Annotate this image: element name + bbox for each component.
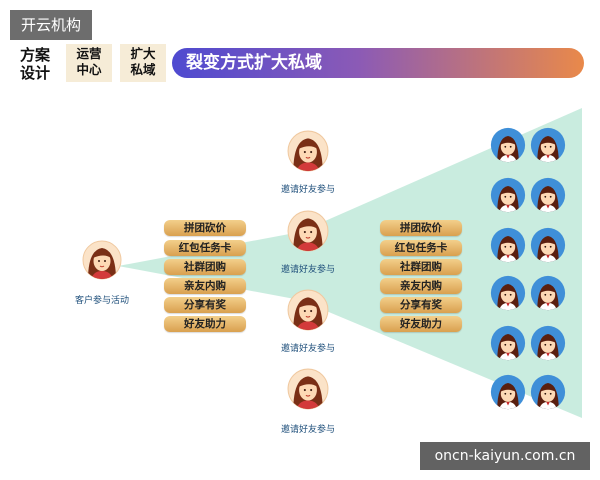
method-pill: 拼团砍价: [164, 220, 246, 236]
method-pill: 分享有奖: [380, 297, 462, 313]
tab-yunying: 运营 中心: [66, 44, 112, 82]
invitee-avatar-icon: [287, 368, 329, 410]
method-pill: 好友助力: [380, 316, 462, 332]
invite-label: 邀请好友参与: [280, 344, 335, 354]
crowd-avatar-icon: [530, 227, 566, 263]
crowd-avatar-icon: [490, 127, 526, 163]
invitee-avatar-icon: [287, 210, 329, 252]
invite-label: 邀请好友参与: [280, 265, 335, 275]
crowd-avatar-icon: [530, 177, 566, 213]
crowd-avatar-icon: [490, 374, 526, 410]
invite-label: 邀请好友参与: [280, 185, 335, 195]
crowd-avatar-icon: [530, 275, 566, 311]
crowd-avatar-icon: [490, 227, 526, 263]
method-pill: 亲友内购: [164, 278, 246, 294]
crowd-avatar-icon: [490, 177, 526, 213]
crowd-avatar-icon: [530, 127, 566, 163]
method-pill: 社群团购: [380, 259, 462, 275]
method-pill: 拼团砍价: [380, 220, 462, 236]
customer-avatar-icon: [82, 240, 122, 280]
watermark: oncn-kaiyun.com.cn: [420, 442, 590, 470]
brand-label: 开云机构: [10, 10, 92, 40]
method-pill: 好友助力: [164, 316, 246, 332]
method-pill: 亲友内购: [380, 278, 462, 294]
crowd-avatar-icon: [490, 275, 526, 311]
method-pill: 红包任务卡: [164, 240, 246, 256]
invitee-avatar-icon: [287, 130, 329, 172]
crowd-avatar-icon: [530, 325, 566, 361]
invite-label: 邀请好友参与: [280, 425, 335, 435]
crowd-avatar-icon: [490, 325, 526, 361]
banner-title: 裂变方式扩大私域: [172, 48, 584, 78]
customer-label: 客户参与活动: [74, 296, 129, 306]
method-pill: 社群团购: [164, 259, 246, 275]
method-pill: 分享有奖: [164, 297, 246, 313]
tab-fangan: 方案 设计: [19, 46, 50, 82]
invitee-avatar-icon: [287, 289, 329, 331]
method-pill: 红包任务卡: [380, 240, 462, 256]
tab-kuoda: 扩大 私域: [120, 44, 166, 82]
crowd-avatar-icon: [530, 374, 566, 410]
